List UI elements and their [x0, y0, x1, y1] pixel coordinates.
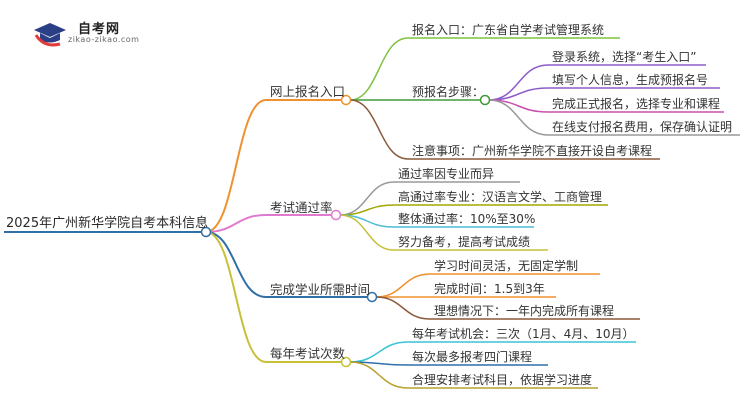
collapse-toggle-branch-1[interactable]: [330, 209, 342, 221]
leaf-exam-opportunities[interactable]: 每年考试机会：三次（1月、4月、10月）: [412, 327, 635, 341]
collapse-toggle-branch-2[interactable]: [366, 291, 378, 303]
branch-registration[interactable]: 网上报名入口: [270, 84, 346, 99]
leaf-pre-registration-steps[interactable]: 预报名步骤：: [412, 85, 485, 99]
leaf-connector-2-0: [375, 273, 431, 298]
branch-connector-2: [205, 231, 267, 298]
collapse-toggle-branch-0[interactable]: [340, 94, 352, 106]
leaf-registration-portal[interactable]: 报名入口：广东省自学考试管理系统: [412, 23, 605, 37]
step-formal-registration[interactable]: 完成正式报名，选择专业和课程: [552, 97, 721, 111]
leaf-connector-3-0: [349, 341, 409, 363]
leaf-connector-3-2: [349, 361, 409, 389]
leaf-flexible-time[interactable]: 学习时间灵活，无固定学制: [434, 259, 579, 273]
branch-study-duration[interactable]: 完成学业所需时间: [270, 282, 371, 297]
leaf-study-hard[interactable]: 努力备考，提高考试成绩: [398, 235, 531, 249]
collapse-toggle-branch-3[interactable]: [340, 356, 352, 368]
branch-exam-frequency[interactable]: 每年考试次数: [270, 346, 346, 361]
branch-connector-1: [205, 214, 267, 233]
leaf-connector-1-3: [339, 214, 395, 251]
step-login[interactable]: 登录系统，选择“考生入口”: [552, 50, 697, 64]
leaf-ideal-case[interactable]: 理想情况下：一年内完成所有课程: [434, 304, 615, 318]
logo-url: zikao-zikao.com: [68, 35, 140, 44]
step-payment[interactable]: 在线支付报名费用，保存确认证明: [552, 120, 733, 134]
branch-connector-0: [205, 99, 267, 233]
graduation-cap-icon: [34, 23, 66, 47]
collapse-toggle-0-1[interactable]: [479, 94, 491, 106]
root-node[interactable]: 2025年广州新华学院自考本科信息: [6, 216, 209, 231]
leaf-connector-0-2: [349, 99, 409, 160]
leaf-arrange-subjects[interactable]: 合理安排考试科目，依据学习进度: [412, 373, 593, 387]
leaf-overall-pass-rate[interactable]: 整体通过率：10%至30%: [398, 212, 536, 226]
logo-title: 自考网: [78, 22, 121, 37]
leaf-notice[interactable]: 注意事项：广州新华学院不直接开设自考课程: [412, 144, 653, 158]
site-logo[interactable]: 自考网 zikao-zikao.com: [28, 18, 158, 50]
leaf-pass-rate-varies[interactable]: 通过率因专业而异: [398, 167, 495, 181]
leaf-connector-2-2: [375, 296, 431, 320]
leaf-connector-0-0: [349, 37, 409, 101]
leaf-max-courses[interactable]: 每次最多报考四门课程: [412, 350, 533, 364]
sub-connector-3: [488, 99, 549, 136]
leaf-completion-time[interactable]: 完成时间：1.5到3年: [434, 282, 545, 296]
leaf-high-pass-majors[interactable]: 高通过率专业：汉语言文学、工商管理: [398, 190, 603, 204]
collapse-toggle-root[interactable]: [200, 226, 212, 238]
branch-connector-3: [205, 231, 267, 363]
step-fill-info[interactable]: 填写个人信息，生成预报名号: [552, 73, 709, 87]
branch-pass-rate[interactable]: 考试通过率: [270, 200, 333, 215]
